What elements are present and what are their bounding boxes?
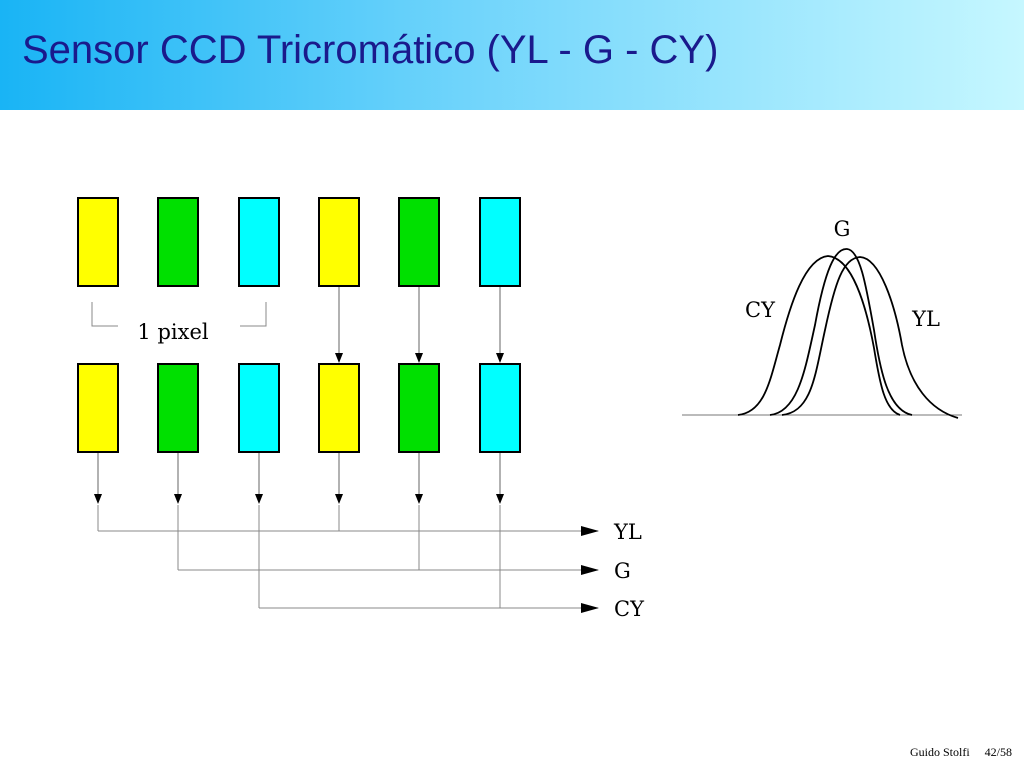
bottom-row-cell-green xyxy=(157,363,199,453)
bottom-row-cell-yellow xyxy=(77,363,119,453)
slide-title: Sensor CCD Tricromático (YL - G - CY) xyxy=(22,28,719,72)
pixel-bracket-right xyxy=(240,302,267,327)
pixel-bracket-left xyxy=(91,302,118,327)
title-bar xyxy=(0,0,1024,110)
bottom-row-cell-cyan xyxy=(238,363,280,453)
footer-author: Guido Stolfi xyxy=(909,745,970,759)
top-row-cell-green xyxy=(398,197,440,287)
bottom-row-cell-green xyxy=(398,363,440,453)
curve-g xyxy=(769,248,913,416)
curve-yl xyxy=(781,256,959,419)
bottom-row-cell-yellow xyxy=(318,363,360,453)
curve-label-yl: YL xyxy=(911,307,940,331)
top-row-cell-cyan xyxy=(238,197,280,287)
curve-label-g: G xyxy=(834,217,851,241)
curve-cy xyxy=(737,255,901,416)
top-row-cell-yellow xyxy=(77,197,119,287)
output-label-cy: CY xyxy=(614,597,645,621)
output-label-yl: YL xyxy=(613,520,642,544)
bottom-row-cell-cyan xyxy=(479,363,521,453)
top-row-cell-green xyxy=(157,197,199,287)
output-label-g: G xyxy=(614,559,631,583)
spectral-response-graph: G CY YL xyxy=(682,217,962,419)
pixel-label: 1 pixel xyxy=(137,320,208,344)
curve-label-cy: CY xyxy=(745,298,776,322)
footer-page-number: 42/58 xyxy=(984,745,1012,759)
output-labels: YL G CY xyxy=(613,520,645,621)
footer: Guido Stolfi 42/58 xyxy=(910,745,1012,760)
top-row-cell-yellow xyxy=(318,197,360,287)
top-row-cell-cyan xyxy=(479,197,521,287)
sensor-cells xyxy=(77,197,521,453)
wires xyxy=(94,286,599,613)
